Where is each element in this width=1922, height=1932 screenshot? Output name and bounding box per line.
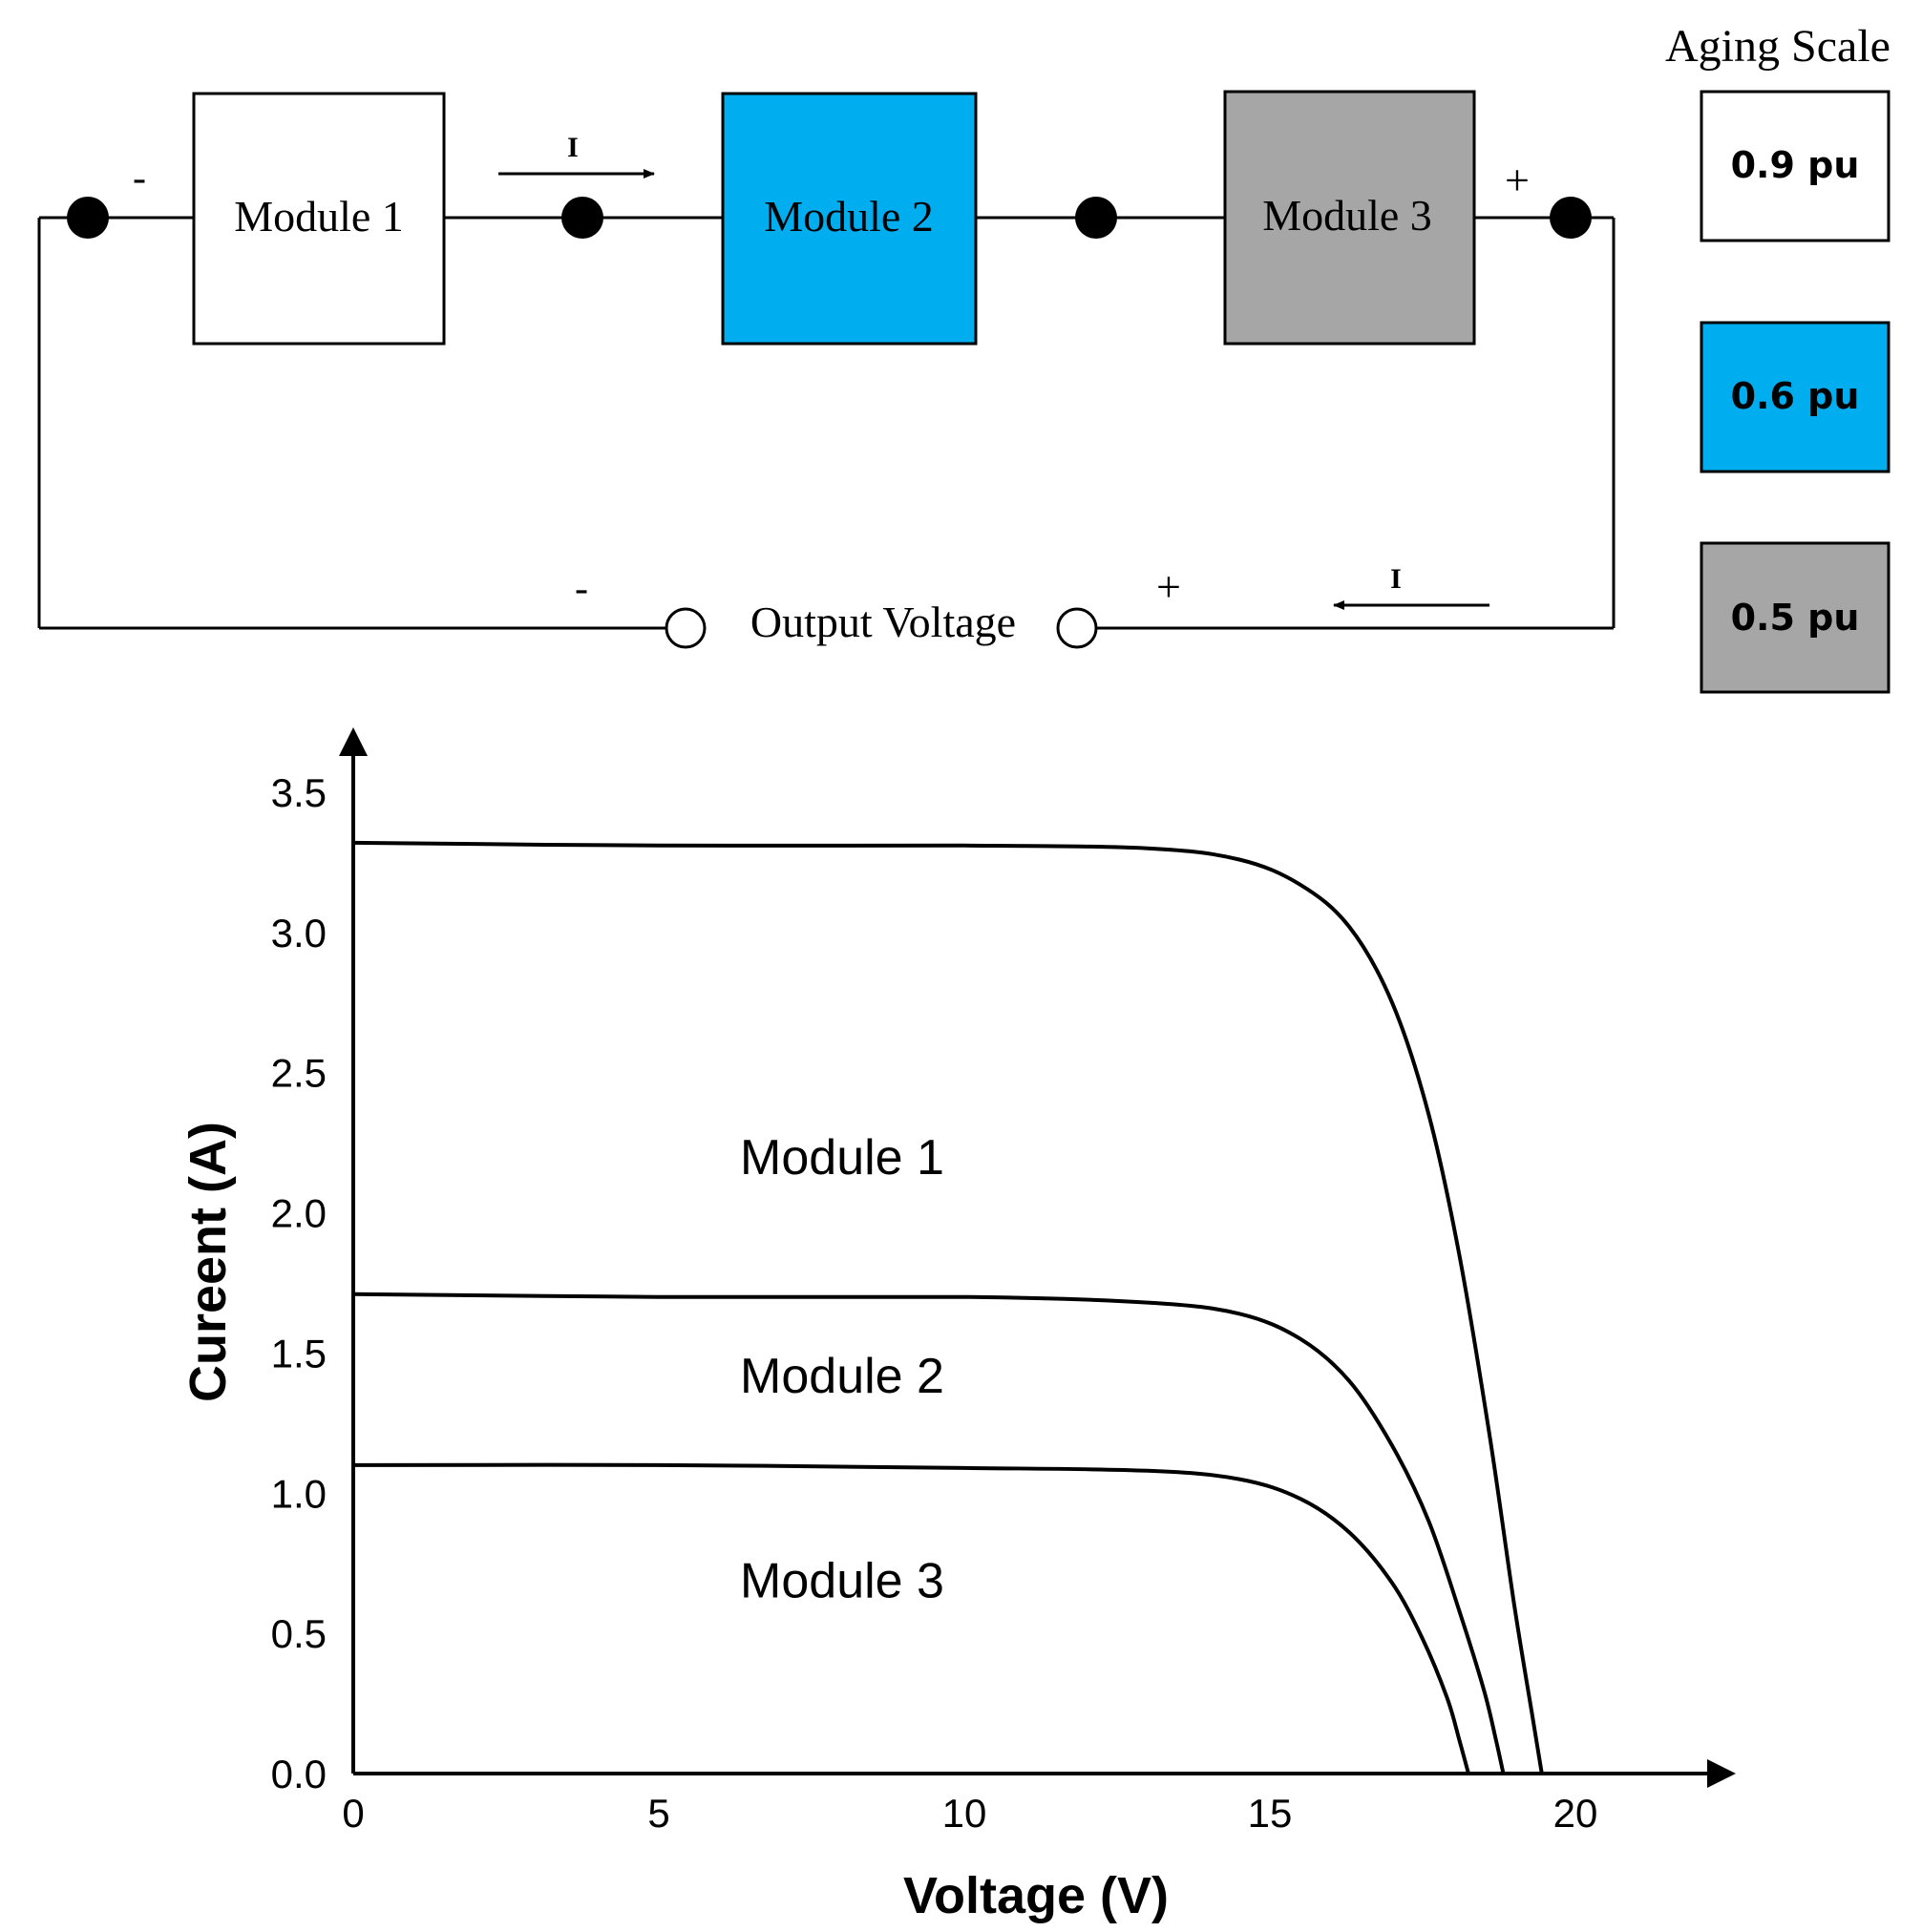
x-tick-label: 20	[1553, 1791, 1598, 1836]
module-1-label: Module 1	[234, 192, 404, 241]
y-tick-label: 0.0	[271, 1752, 327, 1796]
module-3-label: Module 3	[1262, 191, 1432, 240]
iv-curve-module-3	[352, 1462, 1470, 1774]
node-m2-m3	[1075, 197, 1117, 239]
module-2-box	[721, 92, 978, 346]
x-axis-label: Voltage (V)	[903, 1867, 1169, 1924]
x-axis-arrowhead	[1707, 1759, 1736, 1788]
curve-labels: Module 1 Module 2 Module 3	[740, 1130, 944, 1609]
circuit-nodes	[67, 197, 1592, 239]
aging-swatch-2-label: 0.6 pu	[1731, 375, 1860, 417]
bottom-plus-sign: +	[1156, 562, 1181, 611]
y-axis-label: Cureent (A)	[180, 1122, 237, 1402]
y-tick-labels: 0.0 0.5 1.0 1.5 2.0 2.5 3.0 3.5	[271, 770, 327, 1796]
output-terminal-minus	[665, 607, 707, 649]
aging-swatch-2	[1700, 321, 1890, 473]
top-plus-sign: +	[1505, 156, 1530, 204]
node-left	[67, 197, 109, 239]
y-tick-label: 1.5	[271, 1331, 327, 1376]
y-axis-arrowhead	[339, 727, 368, 756]
aging-swatch-3	[1700, 541, 1890, 694]
top-minus-sign: -	[133, 157, 146, 200]
curve-label-module-2: Module 2	[740, 1349, 944, 1404]
iv-chart: 0 5 10 15 20 0.0 0.5 1.0 1.5 2.0 2.5 3.0 3.5 Module…	[180, 727, 1736, 1924]
y-tick-label: 0.5	[271, 1611, 327, 1656]
y-tick-label: 3.0	[271, 911, 327, 956]
bottom-minus-sign: -	[575, 567, 588, 611]
module-1-box	[192, 92, 446, 346]
curve-label-module-1: Module 1	[740, 1130, 944, 1186]
aging-scale-title: Aging Scale	[1665, 21, 1890, 72]
aging-swatch-3-label: 0.5 pu	[1731, 597, 1860, 639]
x-tick-label: 0	[342, 1791, 364, 1836]
aging-swatch-1	[1700, 90, 1890, 242]
x-tick-label: 5	[647, 1791, 669, 1836]
aging-scale: Aging Scale 0.9 pu 0.6 pu 0.5 pu	[1665, 21, 1890, 694]
iv-curve-module-2	[352, 1292, 1506, 1774]
x-tick-label: 15	[1248, 1791, 1293, 1836]
current-label-top: I	[567, 132, 579, 163]
y-tick-label: 2.0	[271, 1191, 327, 1236]
x-tick-labels: 0 5 10 15 20	[342, 1791, 1597, 1836]
y-tick-label: 2.5	[271, 1051, 327, 1096]
module-2-label: Module 2	[764, 192, 934, 241]
output-voltage-label: Output Voltage	[750, 598, 1016, 646]
output-terminal-plus	[1056, 607, 1098, 649]
module-3-box	[1223, 90, 1476, 346]
circuit-diagram	[37, 216, 1616, 630]
aging-swatch-1-label: 0.9 pu	[1731, 144, 1860, 186]
module-blocks: Module 1 Module 2 Module 3	[192, 90, 1476, 346]
iv-curves	[352, 840, 1544, 1774]
y-tick-label: 3.5	[271, 770, 327, 815]
node-right	[1550, 197, 1592, 239]
x-tick-label: 10	[942, 1791, 987, 1836]
y-tick-label: 1.0	[271, 1471, 327, 1516]
current-label-bottom: I	[1390, 563, 1402, 595]
curve-label-module-3: Module 3	[740, 1553, 944, 1608]
node-m1-m2	[561, 197, 603, 239]
iv-curve-module-1	[352, 840, 1544, 1774]
